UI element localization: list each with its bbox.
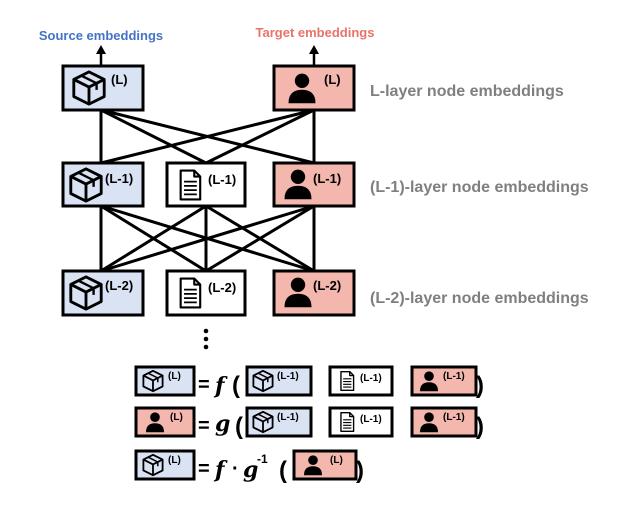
source-output-arrow [96,45,106,66]
node-level-label: (L-1) [313,171,341,186]
eq-equals: = [198,374,210,396]
eq-equals: = [198,458,210,480]
eq-level-label: (L) [168,371,181,382]
node-level-label: (L-2) [208,280,236,295]
eq-level-label: (L-1) [443,412,465,423]
layer-l1-label: (L-1)-layer node embeddings [370,179,589,196]
layer-l-label: L-layer node embeddings [370,83,564,100]
eq-level-label: (L-1) [360,373,382,384]
layer-l2-label: (L-2)-layer node embeddings [370,290,589,307]
node-source-l2: (L-2) [61,269,145,317]
node-level-label: (L-1) [208,172,236,187]
eq-level-label: (L-1) [443,371,465,382]
eq-level-label: (L) [168,455,181,466]
eq-func-g: g [243,457,258,483]
equation-3: (L) = f · g -1 ( (L) ) [134,449,364,484]
eq-level-label: (L) [170,412,183,423]
eq-level-label: (L-1) [277,412,299,423]
eq-level-label: (L) [330,455,343,466]
equation-1: (L) = f ( (L-1) (L-1) (L-1) ) [134,365,484,399]
node-neutral-l1: (L-1) [165,161,247,208]
node-level-label: (L-1) [105,171,133,186]
eq-equals: = [198,415,210,437]
node-level-label: (L-2) [105,278,133,293]
eq-compose-dot: · [232,458,239,480]
source-embeddings-label: Source embeddings [39,28,163,43]
eq-open-paren: ( [279,457,287,484]
eq-open-paren: ( [232,372,240,399]
node-source-l1: (L-1) [61,161,145,208]
eq-close-paren: ) [356,457,364,484]
node-neutral-l2: (L-2) [165,269,247,317]
equation-2: (L) = g ( (L-1) (L-1) (L-1) ) [134,406,484,440]
eq-close-paren: ) [476,372,484,399]
eq-close-paren: ) [476,413,484,440]
node-source-l: (L) [61,64,145,112]
eq-level-label: (L-1) [360,414,382,425]
eq-open-paren: ( [235,413,243,440]
eq-func-g: g [215,411,230,437]
eq-func-f: f [213,457,228,483]
node-target-l1: (L-1) [272,161,356,208]
eq-inverse-exponent: -1 [257,452,268,466]
node-target-l2: (L-2) [272,269,356,317]
node-level-label: (L) [111,72,128,87]
node-level-label: (L-2) [313,278,341,293]
eq-func-f: f [213,373,228,399]
eq-level-label: (L-1) [277,371,299,382]
ellipsis [203,328,209,350]
target-output-arrow [309,45,319,66]
edges-l2-to-l1 [99,204,316,273]
node-target-l: (L) [272,64,356,112]
edges-l1-to-l [99,108,316,165]
target-embeddings-label: Target embeddings [256,25,375,40]
node-level-label: (L) [324,72,341,87]
